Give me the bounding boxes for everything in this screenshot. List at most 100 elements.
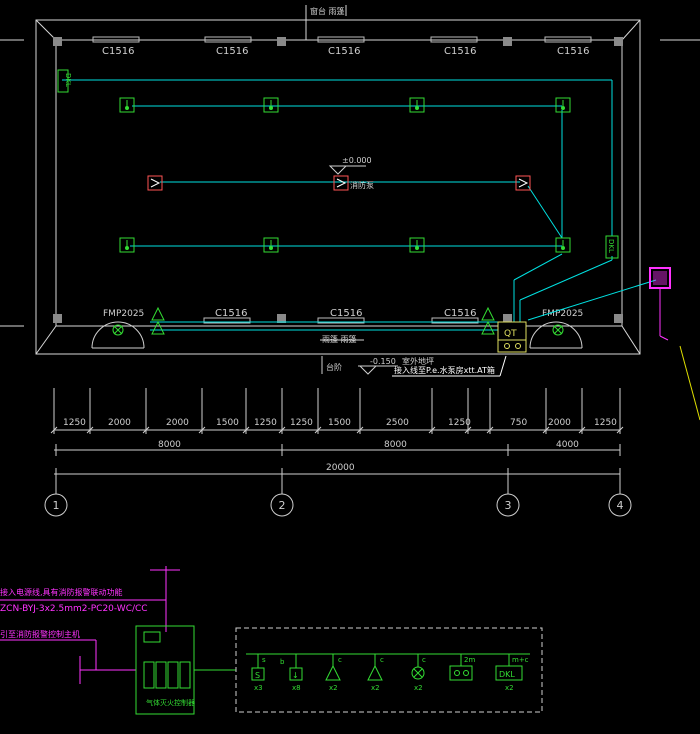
device-tags: s b c c c 2m m+c bbox=[262, 656, 529, 666]
lamp-icon bbox=[555, 237, 571, 253]
schematic-note2: ZCN-BYJ-3x2.5mm2-PC20-WC/CC bbox=[0, 604, 148, 614]
horn-icon bbox=[151, 320, 165, 335]
smoke-detector-icon bbox=[147, 175, 163, 191]
door-left bbox=[91, 321, 145, 349]
dim-value: 1250 bbox=[63, 418, 86, 428]
window-label: C1516 bbox=[330, 308, 362, 319]
window-label: C1516 bbox=[557, 46, 589, 57]
horn-icon bbox=[481, 306, 495, 321]
level-bottom: -0.150 bbox=[370, 357, 396, 366]
alarm-icons bbox=[112, 306, 564, 336]
dkl-box-top: DKL bbox=[57, 69, 72, 93]
feed-note: 接入线至P.e.水泵房xtt.AT箱 bbox=[394, 365, 495, 375]
device-glyphs: S ↓ DKL bbox=[255, 670, 515, 680]
light-fixtures bbox=[119, 97, 571, 253]
axis-label: 3 bbox=[505, 499, 512, 512]
device-count: x8 bbox=[292, 684, 301, 692]
lamp-icon bbox=[555, 97, 571, 113]
dim-value: 2000 bbox=[108, 418, 131, 428]
device-tag: c bbox=[338, 656, 342, 664]
device-tag: 2m bbox=[464, 656, 475, 664]
door-label-right: FMP2025 bbox=[542, 309, 583, 319]
device-count: x2 bbox=[505, 684, 514, 692]
gas-extinguishing-controller bbox=[135, 625, 236, 715]
dimension-ticks bbox=[50, 388, 624, 494]
dim-value: 1250 bbox=[448, 418, 471, 428]
structural-columns bbox=[53, 37, 623, 323]
axis-label: 4 bbox=[617, 499, 624, 512]
windows-bottom bbox=[203, 317, 479, 324]
device-tag: s bbox=[262, 656, 266, 664]
schematic-note3: 引至消防报警控制主机 bbox=[0, 629, 80, 639]
lamp-icon bbox=[119, 237, 135, 253]
dim-value: 8000 bbox=[384, 440, 407, 450]
device-sym: S bbox=[255, 671, 260, 680]
device-tag: c bbox=[422, 656, 426, 664]
qt-panel: QT bbox=[497, 321, 527, 353]
dim-value: 1250 bbox=[290, 418, 313, 428]
lamp-icon bbox=[263, 97, 279, 113]
device-count: x2 bbox=[329, 684, 338, 692]
dim-value: 750 bbox=[510, 418, 527, 428]
window-label: C1516 bbox=[328, 46, 360, 57]
dimension-row1: 1250 2000 2000 1500 1250 1250 1500 2500 … bbox=[63, 418, 617, 428]
dim-total: 20000 bbox=[326, 463, 355, 473]
dimension-lines bbox=[54, 429, 620, 475]
dim-value: 1500 bbox=[328, 418, 351, 428]
dim-value: 1250 bbox=[254, 418, 277, 428]
window-label: C1516 bbox=[216, 46, 248, 57]
device-count: x2 bbox=[414, 684, 423, 692]
horn-icon bbox=[325, 664, 341, 681]
lamp-icon bbox=[263, 237, 279, 253]
dim-value: 2500 bbox=[386, 418, 409, 428]
dim-value: 8000 bbox=[158, 440, 181, 450]
window-label: C1516 bbox=[444, 308, 476, 319]
window-label: C1516 bbox=[444, 46, 476, 57]
window-label: C1516 bbox=[102, 46, 134, 57]
level-top: ±0.000 bbox=[342, 156, 372, 165]
door-right bbox=[529, 321, 583, 349]
level-mark-top: ±0.000 消防泵 bbox=[328, 156, 374, 190]
device-tag: m+c bbox=[512, 656, 529, 664]
room-label: 消防泵 bbox=[350, 180, 374, 190]
device-sym: ↓ bbox=[292, 671, 299, 680]
dim-value: 1250 bbox=[594, 418, 617, 428]
wiring bbox=[62, 79, 657, 331]
axis-label: 1 bbox=[53, 499, 60, 512]
outdoor-note: 室外地坪 bbox=[402, 356, 434, 366]
device-counts: x3 x8 x2 x2 x2 x2 bbox=[254, 684, 514, 692]
alarm-bell-icon bbox=[112, 324, 124, 336]
right-device bbox=[649, 267, 700, 421]
axis-bubbles bbox=[44, 493, 632, 517]
axis-label: 2 bbox=[279, 499, 286, 512]
lamp-icon bbox=[409, 237, 425, 253]
device-symbols bbox=[251, 654, 523, 681]
dim-value: 4000 bbox=[556, 440, 579, 450]
windows-top bbox=[92, 36, 592, 43]
top-note: 窗台 雨篷 bbox=[310, 6, 345, 16]
dim-value: 2000 bbox=[166, 418, 189, 428]
device-count: x2 bbox=[371, 684, 380, 692]
door-label-left: FMP2025 bbox=[103, 309, 144, 319]
horn-icon bbox=[367, 664, 383, 681]
device-tag: b bbox=[280, 658, 285, 666]
window-labels-top: C1516 C1516 C1516 C1516 C1516 bbox=[102, 46, 589, 57]
lamp-icon bbox=[409, 97, 425, 113]
horn-icon bbox=[481, 320, 495, 335]
dim-value: 2000 bbox=[548, 418, 571, 428]
axis-labels: 1 2 3 4 bbox=[53, 499, 624, 512]
schematic-wiring bbox=[0, 566, 180, 684]
building-walls bbox=[0, 5, 700, 355]
controller-label: 气体灭火控制器 bbox=[146, 698, 195, 707]
horn-icon bbox=[151, 306, 165, 321]
device-group-box bbox=[235, 627, 543, 713]
dkl-box-right: DKL bbox=[605, 235, 619, 259]
lamp-glyphs bbox=[125, 100, 565, 250]
device-sym: DKL bbox=[499, 670, 515, 679]
lamp-icon bbox=[119, 97, 135, 113]
dkl-label: DKL bbox=[64, 73, 72, 87]
dim-value: 1500 bbox=[216, 418, 239, 428]
bottom-note: 雨篷 雨篷 bbox=[322, 334, 357, 344]
device-tag: c bbox=[380, 656, 384, 664]
